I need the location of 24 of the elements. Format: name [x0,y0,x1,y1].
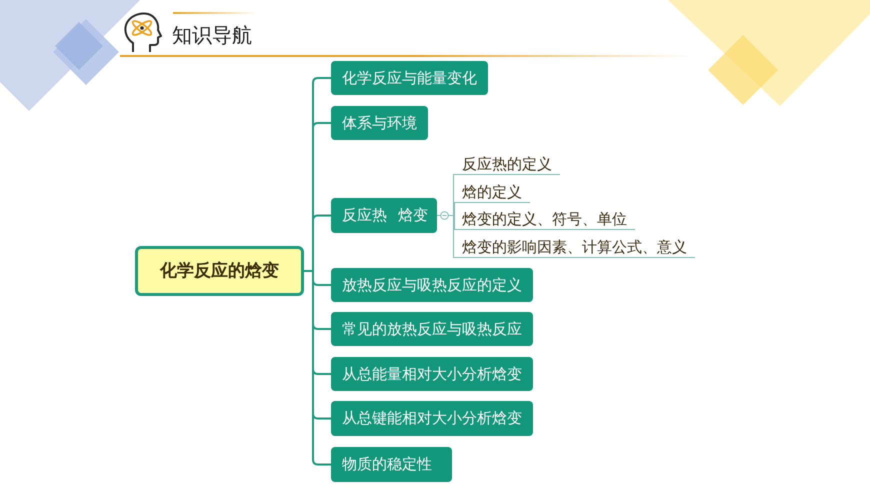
topic-label: 体系与环境 [342,116,417,130]
topic-box [331,198,437,233]
topic-box [331,447,452,482]
topic-box [331,312,533,346]
topic-label: 物质的稳定性 [342,457,432,472]
topic-label: 化学反应的焓变 [160,262,279,280]
topic-label: 反应热 焓变 [342,208,428,223]
page-title: 知识导航 [172,22,252,48]
topic-label: 从总能量相对大小分析焓变 [342,366,522,382]
topic-label: 常见的放热反应与吸热反应 [342,322,522,336]
connector-line [304,270,331,286]
topic-label: 放热反应与吸热反应的定义 [342,278,522,292]
topic-box [331,268,533,302]
topic-label: 化学反应与能量变化 [342,70,477,86]
subtopic-label: 反应热的定义 [462,157,552,172]
topic-box [331,61,488,95]
topic-box [331,401,533,436]
subtopic-label: 焓的定义 [462,185,522,200]
topic-label: 从总键能相对大小分析焓变 [342,411,522,426]
topic-box [331,357,533,391]
central-topic-box [135,246,304,296]
subtopic-label: 焓变的定义、符号、单位 [462,212,627,227]
subtopic-label: 焓变的影响因素、计算公式、意义 [462,240,687,255]
topic-box [331,106,428,140]
